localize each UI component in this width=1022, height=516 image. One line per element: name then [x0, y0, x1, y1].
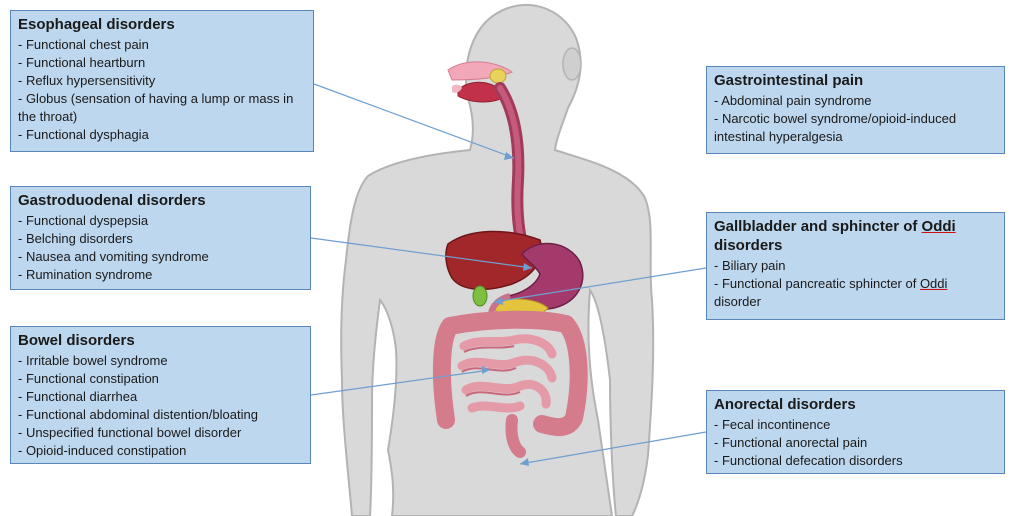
title-part: disorders	[714, 237, 783, 254]
ear	[562, 47, 582, 81]
leader-line-bowel	[310, 369, 491, 396]
large-intestine	[432, 310, 588, 437]
gastrointestinal-pain-box: Gastrointestinal pain - Abdominal pain s…	[706, 66, 1005, 154]
leader-line-anorectal	[519, 431, 707, 465]
bowel-disorders-box: Bowel disorders - Irritable bowel syndro…	[10, 326, 311, 464]
title-part: Gallbladder and sphincter of	[714, 218, 922, 235]
list-item: - Abdominal pain syndrome	[714, 93, 872, 108]
oddi-term: Oddi	[921, 218, 956, 235]
anorectal-disorders-box: Anorectal disorders - Fecal incontinence…	[706, 390, 1005, 474]
list-item: - Belching disorders	[18, 231, 133, 246]
arrowhead-bowel	[482, 366, 490, 374]
list-item: - Nausea and vomiting syndrome	[18, 249, 209, 264]
item-part: disorder	[714, 294, 761, 309]
leader-line-gallbladder	[493, 267, 707, 303]
oral-cavity	[447, 61, 514, 103]
small-intestine-edge-3	[465, 391, 521, 397]
bowel-disorders-list: - Irritable bowel syndrome - Functional …	[18, 352, 302, 460]
list-item: - Globus (sensation of having a lump or …	[18, 91, 294, 124]
list-item: - Opioid-induced constipation	[18, 443, 187, 458]
small-intestine-loop-2	[457, 355, 557, 383]
list-item: - Functional dysphagia	[18, 127, 149, 142]
gallbladder-oddi-disorders-list: - Biliary pain - Functional pancreatic s…	[714, 257, 996, 311]
liver	[445, 230, 543, 291]
small-intestine-loop-3	[461, 380, 551, 409]
small-intestine-edge-1	[463, 345, 515, 353]
list-item: - Functional constipation	[18, 371, 159, 386]
small-intestine	[457, 334, 557, 413]
arrowhead-gallbladder	[494, 297, 503, 305]
gastroduodenal-disorders-box: Gastroduodenal disorders - Functional dy…	[10, 186, 311, 290]
esophageal-disorders-box: Esophageal disorders - Functional chest …	[10, 10, 314, 152]
list-item: - Functional heartburn	[18, 55, 146, 70]
list-item: - Functional chest pain	[18, 37, 149, 52]
gallbladder	[472, 285, 488, 307]
arrowheads	[482, 152, 532, 466]
list-item: - Fecal incontinence	[714, 417, 831, 432]
leader-line-gastroduodenal	[310, 237, 533, 269]
gallbladder-oddi-disorders-box: Gallbladder and sphincter of Oddi disord…	[706, 212, 1005, 320]
leader-line-esophageal	[313, 83, 515, 159]
list-item: - Rumination syndrome	[18, 267, 153, 282]
gastroduodenal-disorders-list: - Functional dyspepsia - Belching disord…	[18, 212, 302, 284]
list-item: - Functional pancreatic sphincter of Odd…	[714, 275, 996, 311]
list-item: - Narcotic bowel syndrome/opioid-induced…	[714, 111, 957, 144]
gallbladder-oddi-disorders-title: Gallbladder and sphincter of Oddi disord…	[714, 217, 996, 255]
esophageal-disorders-list: - Functional chest pain - Functional hea…	[18, 36, 305, 144]
list-item: - Unspecified functional bowel disorder	[18, 425, 242, 440]
salivary-gland	[489, 68, 507, 84]
list-item: - Functional diarrhea	[18, 389, 138, 404]
arrowhead-gastroduodenal	[523, 263, 532, 271]
list-item: - Functional defecation disorders	[714, 453, 903, 468]
bowel-disorders-title: Bowel disorders	[18, 332, 135, 349]
list-item: - Functional dyspepsia	[18, 213, 149, 228]
small-intestine-loop-1	[459, 334, 557, 359]
list-item: - Reflux hypersensitivity	[18, 73, 156, 88]
list-item: - Functional anorectal pain	[714, 435, 868, 450]
gastrointestinal-pain-list: - Abdominal pain syndrome - Narcotic bow…	[714, 92, 996, 146]
lips	[452, 84, 462, 93]
rectum	[505, 414, 526, 458]
gastrointestinal-pain-title: Gastrointestinal pain	[714, 72, 864, 89]
item-part: - Functional pancreatic sphincter of	[714, 276, 920, 291]
arrowhead-anorectal	[520, 458, 529, 466]
oddi-term: Oddi	[919, 276, 948, 291]
arrowhead-esophageal	[504, 152, 514, 160]
small-intestine-loop-4	[467, 401, 525, 413]
gastroduodenal-disorders-title: Gastroduodenal disorders	[18, 192, 206, 209]
esophageal-disorders-title: Esophageal disorders	[18, 16, 175, 33]
anorectal-disorders-title: Anorectal disorders	[714, 396, 856, 413]
anorectal-disorders-list: - Fecal incontinence - Functional anorec…	[714, 416, 996, 470]
list-item: - Irritable bowel syndrome	[18, 353, 168, 368]
list-item: - Functional abdominal distention/bloati…	[18, 407, 258, 422]
list-item: - Biliary pain	[714, 258, 786, 273]
leader-lines	[310, 83, 707, 465]
